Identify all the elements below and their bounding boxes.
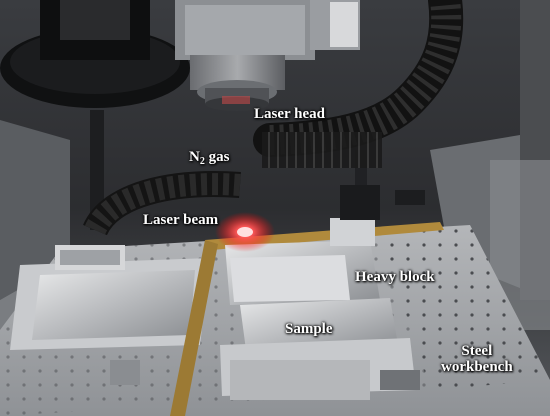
laser-beam-label: Laser beam [143, 212, 219, 228]
n2-gas-label: N2 gas [189, 149, 230, 168]
laser-head-label: Laser head [254, 106, 325, 122]
steel-workbench-label-line2: workbench [441, 358, 513, 375]
heavy-block-label: Heavy block [355, 269, 435, 285]
n2-gas-label-main: N [189, 149, 200, 165]
steel-workbench-label: Steel workbench [441, 343, 513, 376]
n2-gas-label-rest: gas [204, 149, 230, 165]
n2-gas-label-subscript: 2 [199, 156, 205, 167]
sample-label: Sample [285, 321, 333, 337]
steel-workbench-label-line1: Steel [461, 343, 493, 359]
